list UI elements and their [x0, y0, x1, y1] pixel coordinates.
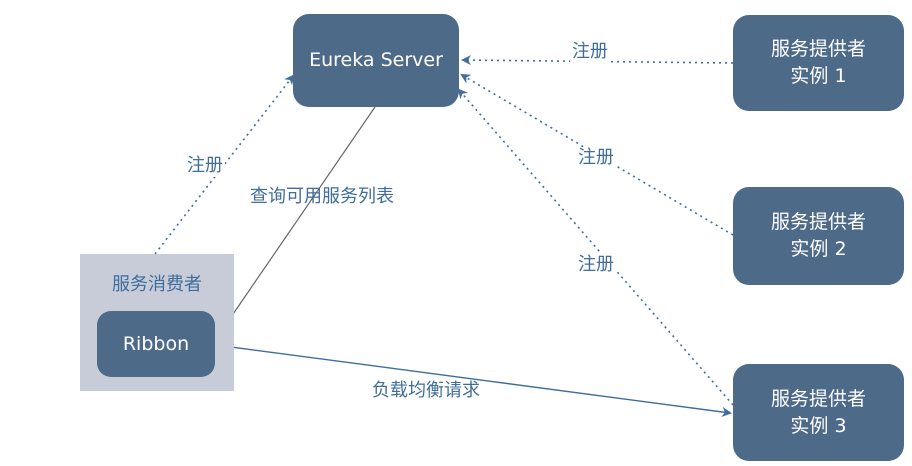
service-consumer-title: 服务消费者 [112, 274, 202, 295]
edge-label-query-service-list: 查询可用服务列表 [250, 186, 394, 207]
service-consumer-group: 服务消费者 Ribbon [80, 254, 234, 391]
provider-3-title: 服务提供者 [770, 387, 866, 410]
provider-3-instance: 实例 3 [790, 414, 847, 437]
edge-label-load-balanced-request: 负载均衡请求 [372, 380, 480, 401]
edge-query-service-list [216, 106, 376, 338]
edge-label-register-consumer: 注册 [185, 155, 225, 177]
ribbon-node: Ribbon [97, 311, 215, 377]
provider-instance-1-node: 服务提供者 实例 1 [733, 15, 904, 111]
edge-label-register-p2: 注册 [576, 147, 616, 169]
edge-register-consumer [154, 74, 295, 255]
edge-label-register-p3: 注册 [576, 254, 616, 276]
provider-2-instance: 实例 2 [790, 238, 847, 260]
edge-load-balanced-request [215, 344, 732, 417]
provider-1-instance: 实例 1 [790, 65, 847, 87]
ribbon-label: Ribbon [122, 332, 190, 355]
provider-1-title: 服务提供者 [770, 38, 866, 60]
edge-register-p3 [457, 88, 734, 406]
eureka-server-label: Eureka Server [309, 49, 443, 71]
provider-instance-2-node: 服务提供者 实例 2 [733, 187, 904, 285]
eureka-server-node: Eureka Server [293, 14, 459, 107]
provider-instance-3-node: 服务提供者 实例 3 [733, 364, 904, 461]
provider-2-title: 服务提供者 [770, 211, 866, 233]
edge-label-register-p1: 注册 [570, 41, 610, 63]
